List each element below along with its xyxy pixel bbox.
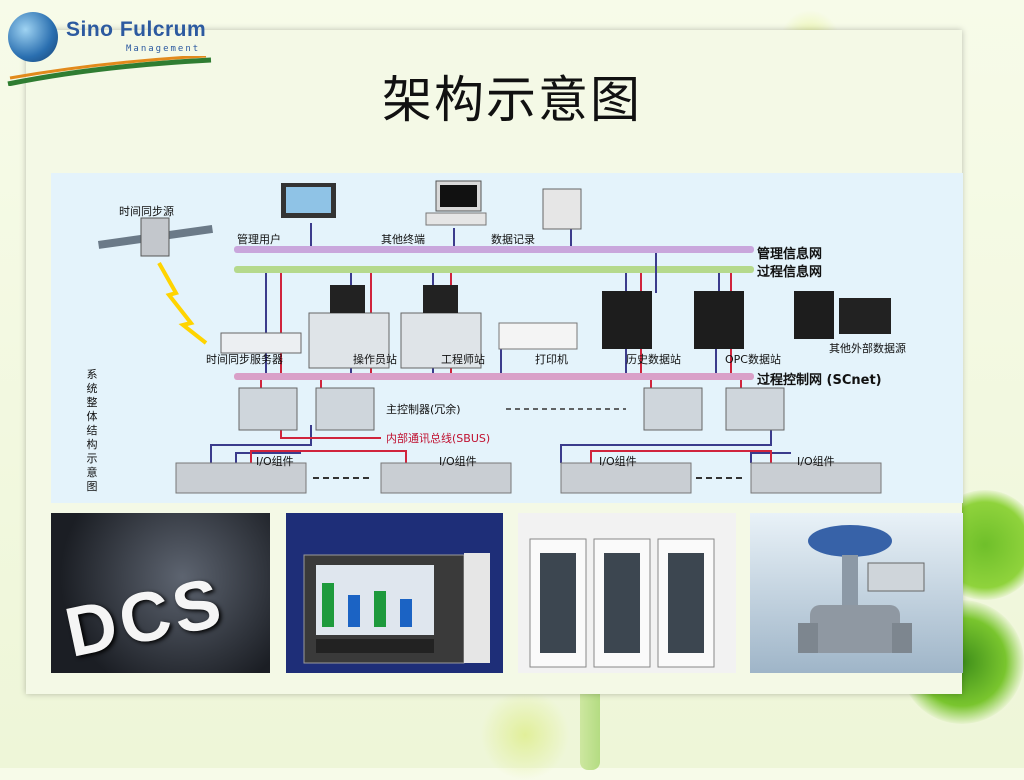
process-control-net-label: 过程控制网 (SCnet): [757, 373, 882, 388]
opc-station-label: OPC数据站: [725, 353, 781, 366]
engineer-station-label: 工程师站: [441, 353, 485, 366]
io-group-label: I/O组件: [439, 455, 477, 468]
data-record-label: 数据记录: [491, 233, 535, 246]
logo-swoosh-icon: [7, 56, 212, 86]
history-station-label: 历史数据站: [626, 353, 681, 366]
dcs-photo: DCS: [51, 513, 270, 673]
logo-name: Sino Fulcrum: [66, 18, 207, 41]
cabinet-photo: [518, 513, 736, 673]
diagram-side-label: 系统整体结构示意图: [86, 368, 98, 493]
external-source-label: 其他外部数据源: [829, 342, 906, 355]
operator-station-label: 操作员站: [353, 353, 397, 366]
control-valve-icon: [798, 525, 925, 653]
process-info-net-label: 过程信息网: [757, 265, 823, 280]
sbus-label: 内部通讯总线(SBUS): [386, 432, 491, 445]
diagram-lines: [97, 180, 891, 494]
printer-label: 打印机: [535, 353, 568, 366]
page-title: 架构示意图: [382, 71, 642, 129]
dcs-text: DCS: [58, 562, 232, 672]
admin-user-label: 管理用户: [237, 233, 281, 246]
company-logo: Sino Fulcrum Management: [6, 12, 216, 92]
main-controller-label: 主控制器(冗余): [386, 403, 461, 416]
mgmt-net-label: 管理信息网: [757, 247, 823, 262]
time-source-label: 时间同步源: [119, 205, 174, 218]
decorative-flower: [480, 690, 570, 780]
other-terminal-label: 其他终端: [381, 233, 425, 246]
logo-subtitle: Management: [126, 44, 201, 54]
io-group-label: I/O组件: [797, 455, 835, 468]
recorder-photo: [286, 513, 503, 673]
control-cabinet-icon: [529, 538, 715, 668]
architecture-diagram: 时间同步源 管理用户 其他终端 数据记录 管理信息网 过程信息网 时间同步服务器…: [51, 173, 963, 503]
globe-icon: [8, 12, 58, 62]
io-group-label: I/O组件: [256, 455, 294, 468]
valve-photo: [750, 513, 963, 673]
paperless-recorder-icon: [303, 553, 490, 664]
io-group-label: I/O组件: [599, 455, 637, 468]
time-server-label: 时间同步服务器: [206, 353, 283, 366]
